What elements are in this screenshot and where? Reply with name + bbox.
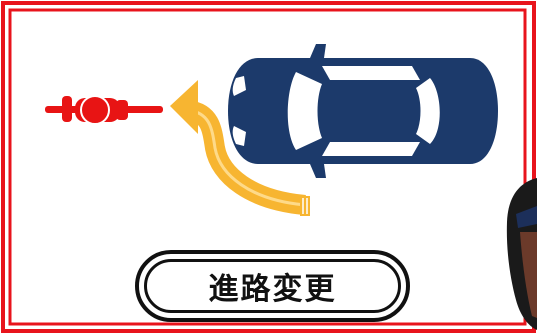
lane-change-arrow-icon [170, 80, 310, 216]
police-officer-partial-icon [506, 178, 537, 330]
action-label: 進路変更 [208, 272, 337, 307]
motorcycle-icon [45, 95, 163, 125]
car-icon [228, 44, 498, 178]
action-label-box: 進路変更 [135, 250, 410, 322]
action-label-inner: 進路変更 [144, 259, 401, 313]
